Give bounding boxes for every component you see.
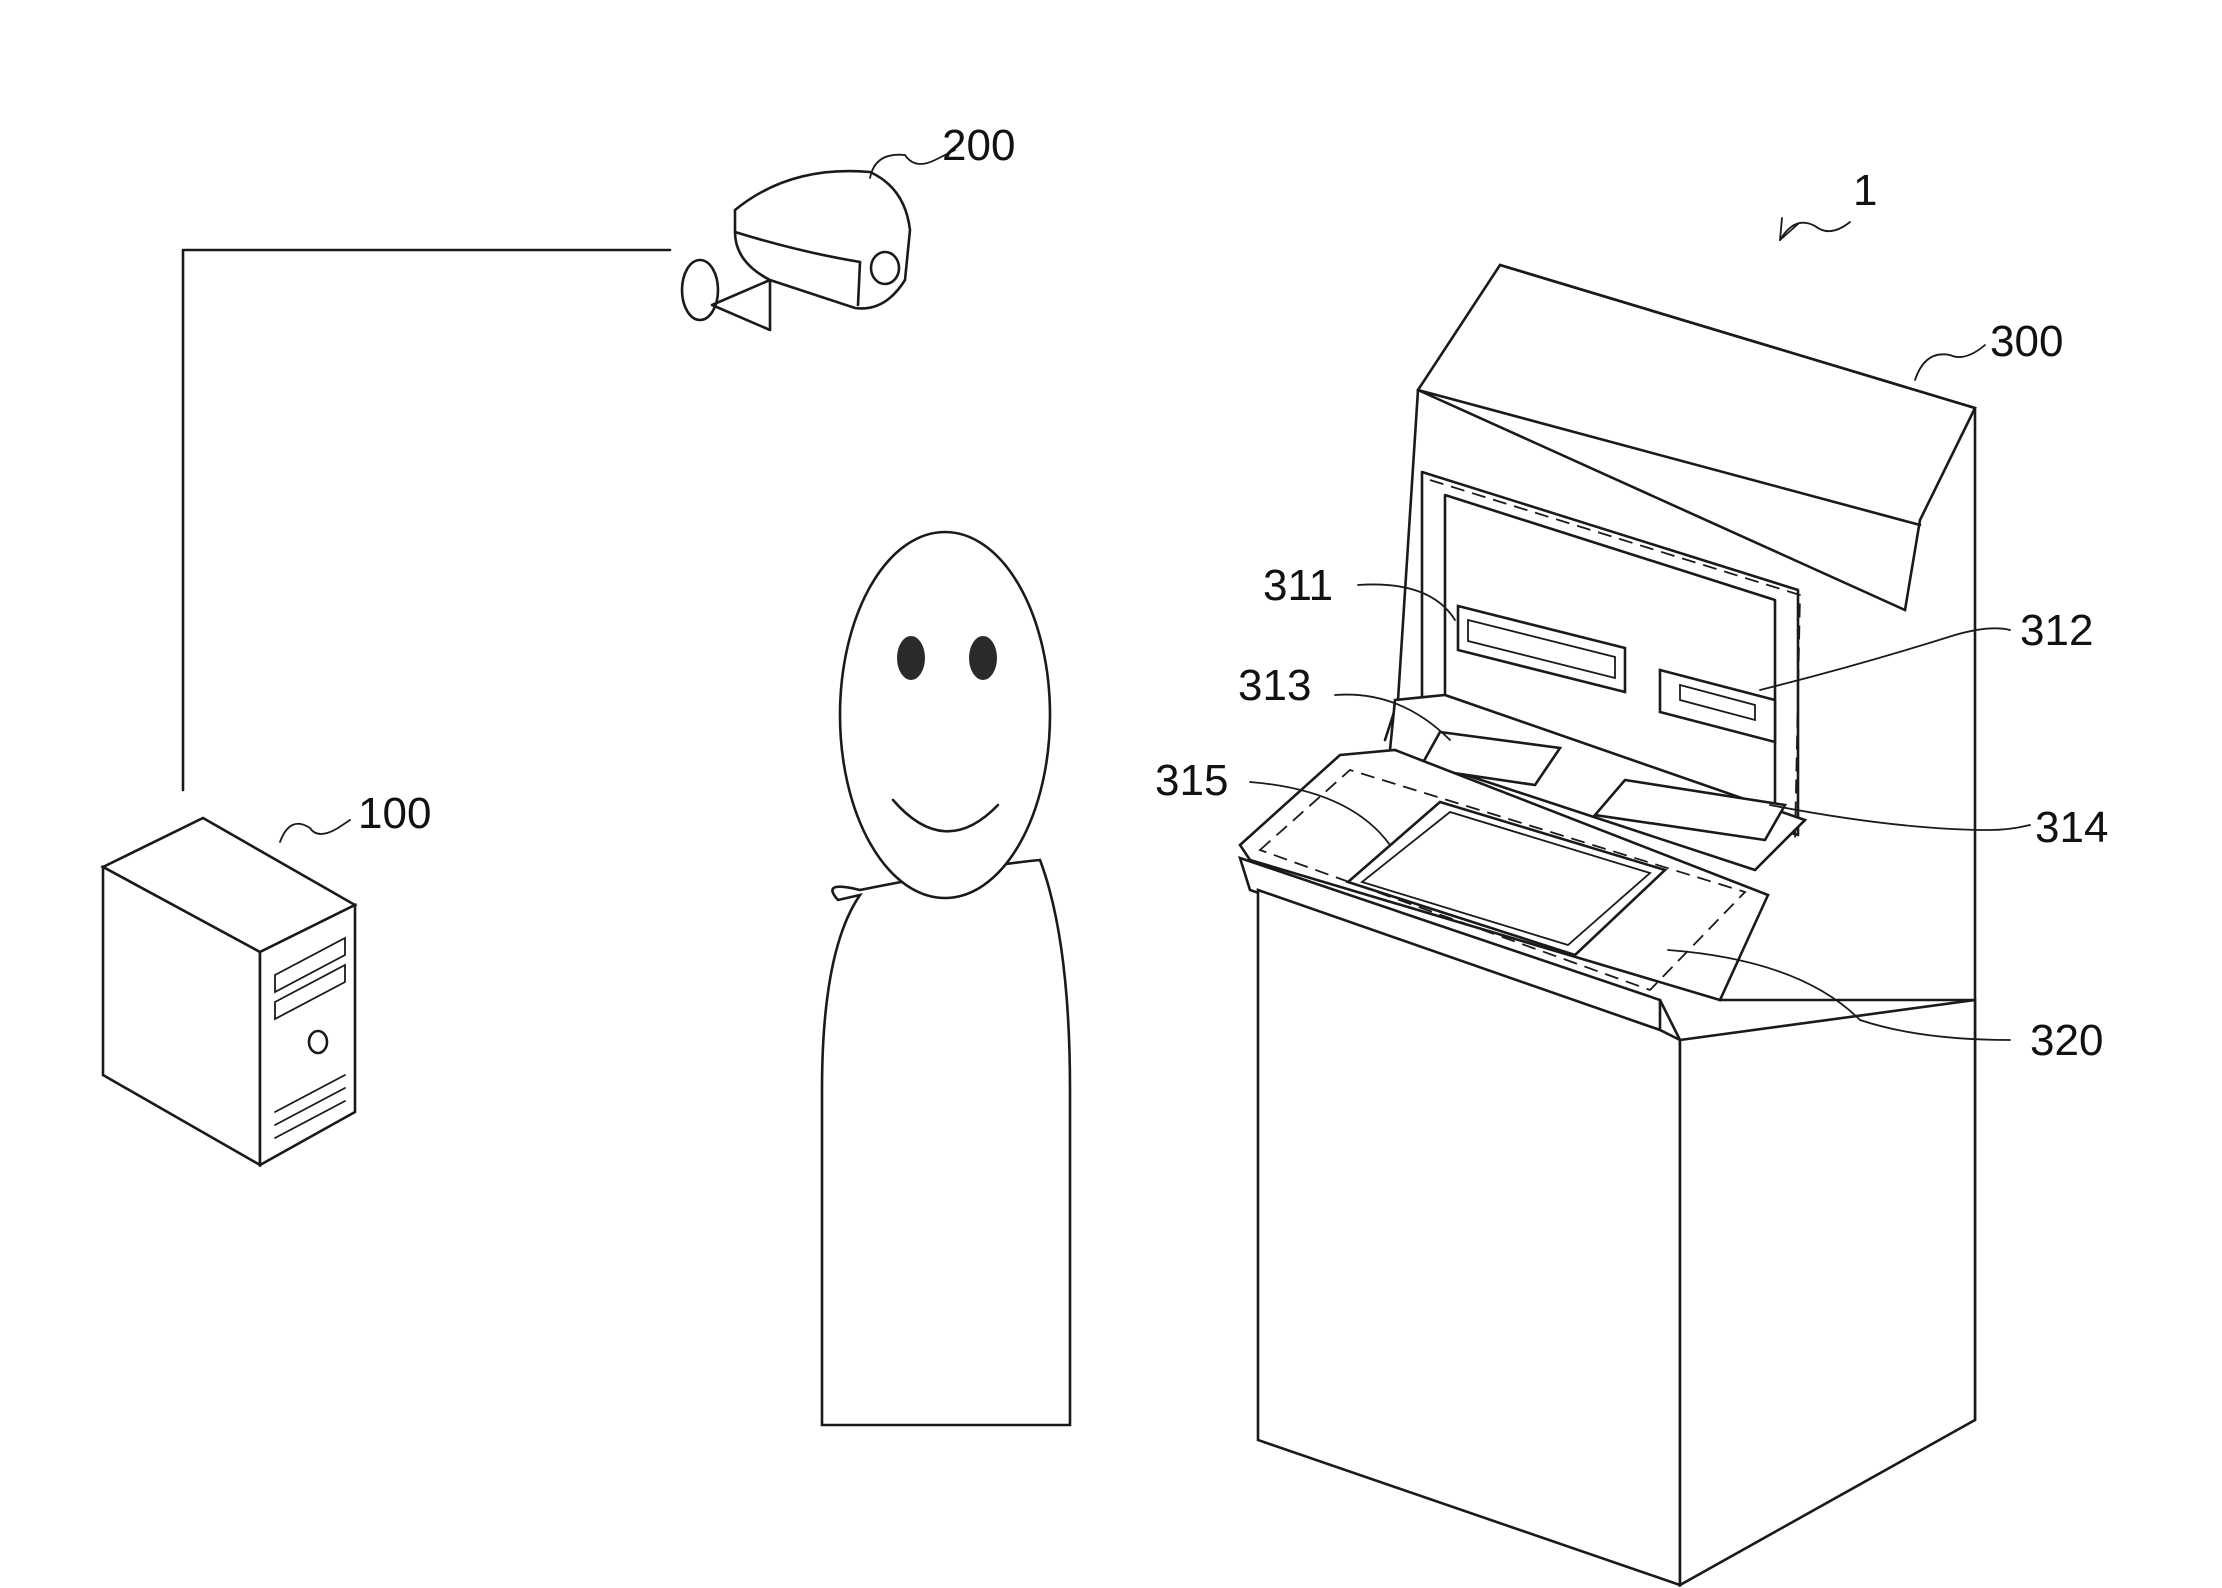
label-100: 100	[358, 789, 431, 838]
label-314: 314	[2035, 803, 2108, 852]
card-slot-312	[1660, 670, 1775, 742]
label-313: 313	[1238, 661, 1311, 710]
label-315: 315	[1155, 756, 1228, 805]
label-311: 311	[1263, 561, 1333, 610]
server-front	[260, 905, 355, 1165]
power-button-icon	[309, 1031, 327, 1053]
person-head	[840, 532, 1050, 898]
label-1: 1	[1853, 166, 1877, 215]
network-cable	[183, 250, 670, 790]
left-eye	[897, 636, 925, 680]
server-computer	[103, 818, 355, 1165]
right-eye	[969, 636, 997, 680]
camera-bracket	[712, 280, 770, 330]
card-slot-311	[1458, 606, 1625, 692]
surveillance-camera	[682, 150, 955, 330]
camera-lens	[871, 252, 899, 284]
reference-labels: 1 100 200 300 311 312 313 314 315 320	[358, 121, 2108, 1065]
label-200: 200	[942, 121, 1015, 170]
camera-mount-plate	[682, 260, 718, 320]
user-figure	[822, 532, 1070, 1425]
label-300: 300	[1990, 317, 2063, 366]
label-312: 312	[2020, 606, 2093, 655]
kiosk-right-side	[1680, 1000, 1975, 1585]
person-body	[822, 860, 1070, 1425]
label-320: 320	[2030, 1016, 2103, 1065]
kiosk-terminal	[1240, 265, 1975, 1585]
